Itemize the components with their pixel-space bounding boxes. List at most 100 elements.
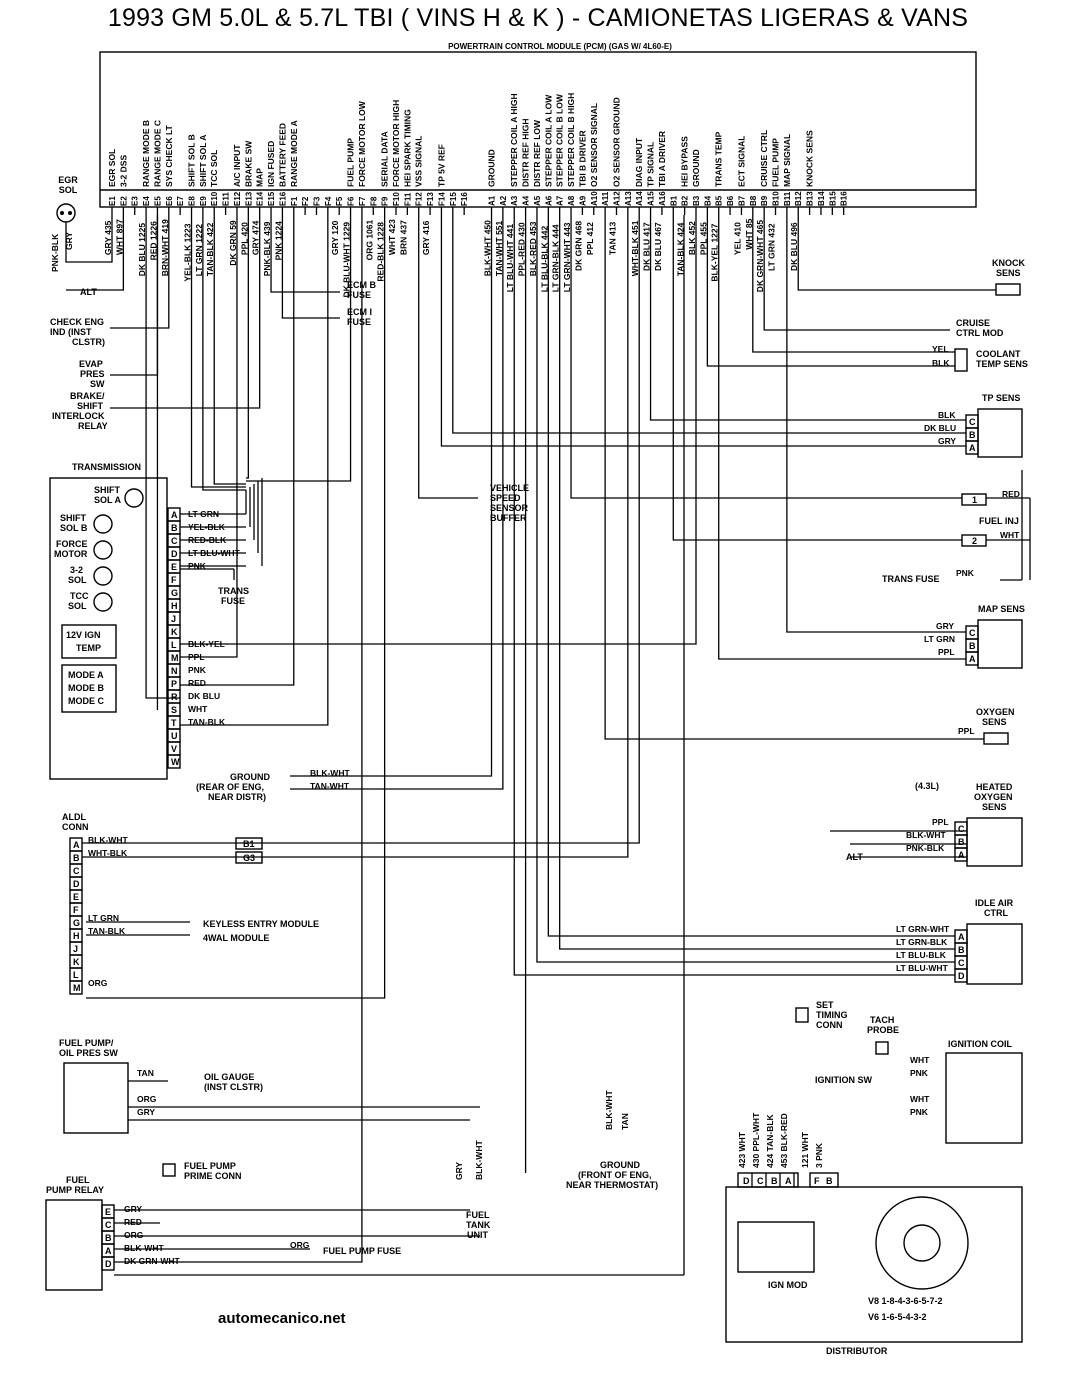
svg-text:BLK-WHT: BLK-WHT [310, 768, 350, 778]
svg-text:VEHICLE: VEHICLE [490, 483, 529, 493]
pcm-function-label: TBI B DRIVER [577, 130, 587, 187]
pcm-pin-label: B4 [703, 195, 712, 206]
svg-text:C: C [969, 628, 976, 638]
svg-text:GRY: GRY [938, 436, 956, 446]
trans-pin-u: U [171, 731, 178, 741]
pcm-pin-label: E5 [153, 196, 162, 206]
svg-text:SOL: SOL [68, 601, 87, 611]
svg-text:D: D [105, 1259, 112, 1269]
svg-text:TANK: TANK [466, 1220, 491, 1230]
pcm-pin-label: A10 [590, 191, 599, 206]
svg-text:A: A [969, 654, 976, 664]
pcm-pin-b1: B1 [669, 195, 678, 215]
svg-text:DISTRIBUTOR: DISTRIBUTOR [826, 1346, 888, 1356]
svg-text:SHIFT: SHIFT [94, 485, 121, 495]
trans-pin-e: E [171, 562, 177, 572]
svg-text:3 PNK: 3 PNK [814, 1142, 824, 1168]
svg-text:DK GRN-WHT: DK GRN-WHT [124, 1256, 181, 1266]
aldl-pin-b: B [73, 853, 80, 863]
pcm-function-label: A/C INPUT [232, 144, 242, 187]
pcm-wire-label: GRY 120 [330, 220, 340, 255]
svg-text:ORG: ORG [88, 978, 108, 988]
svg-text:LT GRN: LT GRN [88, 913, 119, 923]
svg-text:PNK: PNK [910, 1068, 929, 1078]
pcm-pin-label: B10 [772, 191, 781, 206]
svg-text:TEMP: TEMP [76, 643, 101, 653]
pcm-wire-label: BLK-YEL 1227 [710, 223, 720, 281]
pcm-pin-label: A14 [635, 191, 644, 206]
pcm-pin-label: E3 [131, 196, 140, 206]
svg-text:SENS: SENS [996, 268, 1021, 278]
transmission-label: TRANSMISSION [72, 462, 141, 472]
pcm-pin-label: F2 [301, 196, 310, 206]
pcm-wire-label: LT GRN 1222 [194, 224, 204, 277]
pcm-pin-e11: E11 [222, 192, 231, 215]
trans-wire-label: RED-BLK [188, 535, 227, 545]
pcm-function-label: STEPPER COIL B HIGH [566, 93, 576, 187]
pcm-function-label: FUEL PUMP [771, 138, 781, 187]
svg-text:IGNITION SW: IGNITION SW [815, 1075, 873, 1085]
svg-text:LT GRN: LT GRN [924, 634, 955, 644]
alt-label: ALT [80, 287, 97, 297]
svg-text:B: B [969, 641, 976, 651]
pcm-function-label: FORCE MOTOR HIGH [391, 100, 401, 187]
trans-pin-j: J [171, 614, 176, 624]
svg-text:PNK-BLK: PNK-BLK [906, 843, 945, 853]
svg-text:B: B [105, 1233, 112, 1243]
pcm-pin-label: E8 [188, 196, 197, 206]
svg-text:ECM B: ECM B [347, 280, 377, 290]
pcm-pin-a13: A13 [624, 191, 633, 215]
svg-text:B: B [958, 837, 965, 847]
svg-text:(FRONT OF ENG,: (FRONT OF ENG, [578, 1170, 652, 1180]
pcm-pin-label: A1 [488, 195, 497, 206]
svg-text:WHT-BLK: WHT-BLK [88, 848, 128, 858]
pcm-pin-label: F14 [437, 192, 446, 206]
svg-text:OXYGEN: OXYGEN [976, 707, 1015, 717]
svg-text:MODE A: MODE A [68, 670, 104, 680]
svg-text:COOLANT: COOLANT [976, 349, 1021, 359]
svg-text:MAP SENS: MAP SENS [978, 604, 1025, 614]
svg-text:424 TAN-BLK: 424 TAN-BLK [765, 1113, 775, 1168]
trans-wire-label: BLK-YEL [188, 639, 225, 649]
egr-sol-label: EGR [58, 175, 78, 185]
svg-text:CONN: CONN [816, 1020, 843, 1030]
pcm-wire-label: BRN 437 [398, 220, 408, 255]
svg-text:FUEL: FUEL [66, 1175, 90, 1185]
pcm-pin-label: E4 [142, 196, 151, 206]
svg-text:1: 1 [972, 495, 977, 505]
pcm-pin-label: B8 [749, 195, 758, 206]
pcm-wire-label: DK BLU 1225 [137, 223, 147, 277]
svg-text:MODE C: MODE C [68, 696, 105, 706]
pcm-function-label: SHIFT SOL B [187, 134, 197, 187]
svg-text:430 PPL-WHT: 430 PPL-WHT [751, 1112, 761, 1168]
pcm-wire-label: DK BLU 417 [642, 222, 652, 271]
pcm-pin-label: A3 [510, 195, 519, 206]
pcm-wire-label: GRY 435 [103, 220, 113, 255]
svg-text:CHECK ENG: CHECK ENG [50, 317, 104, 327]
svg-text:FUSE: FUSE [347, 317, 371, 327]
pcm-wire-label: LT GRN-BLK 444 [551, 224, 561, 292]
trans-pin-d: D [171, 549, 178, 559]
svg-text:DK BLU: DK BLU [924, 423, 956, 433]
svg-text:NEAR DISTR): NEAR DISTR) [208, 792, 266, 802]
pcm-pin-label: B13 [806, 191, 815, 206]
pcm-wire-label: BRN-WHT 419 [160, 219, 170, 276]
svg-text:B: B [826, 1176, 833, 1186]
